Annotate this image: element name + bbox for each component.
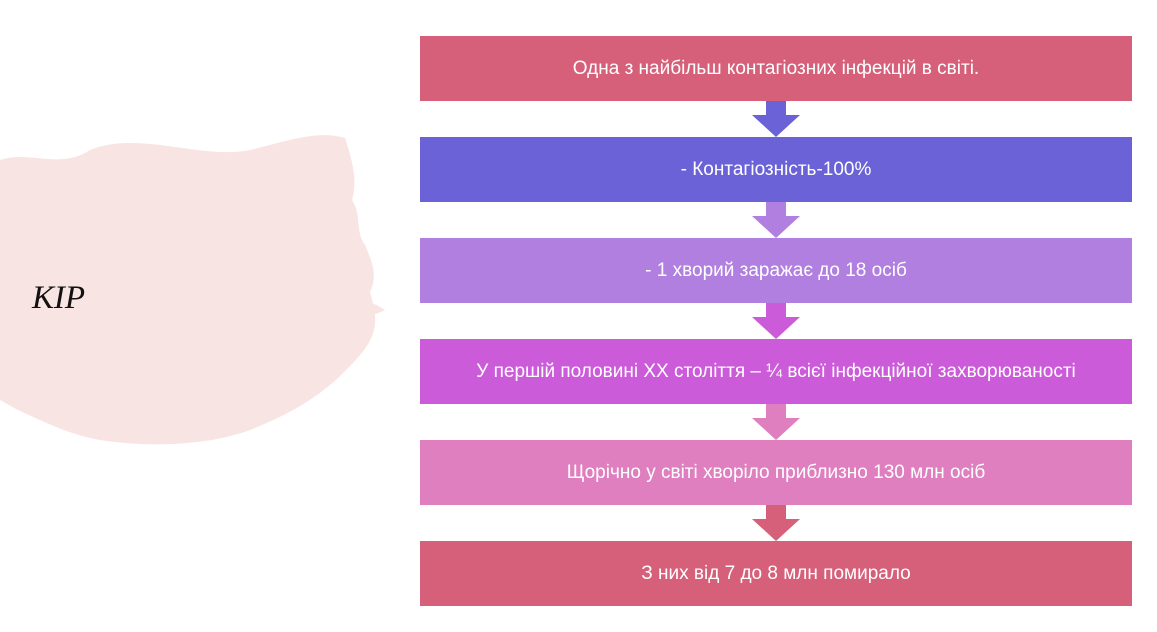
flow-step-5: Щорічно у світі хворіло приблизно 130 мл… xyxy=(420,440,1132,505)
flow-step-6: З них від 7 до 8 млн помирало xyxy=(420,541,1132,606)
flow-step-5-text: Щорічно у світі хворіло приблизно 130 мл… xyxy=(566,461,986,483)
flow-step-4-text: У першій половині ХХ століття – ¼ всієї … xyxy=(476,360,1076,382)
flow-step-2-text: - Контагіозність-100% xyxy=(680,158,872,180)
down-arrow-icon xyxy=(752,303,800,339)
process-flow: Одна з найбільш контагіозних інфекцій в … xyxy=(420,36,1132,608)
flow-step-6-text: З них від 7 до 8 млн помирало xyxy=(641,562,911,584)
slide-title: КІР xyxy=(32,280,86,316)
flow-step-1-text: Одна з найбільш контагіозних інфекцій в … xyxy=(572,57,980,79)
flow-step-4: У першій половині ХХ століття – ¼ всієї … xyxy=(420,339,1132,404)
flow-step-2: - Контагіозність-100% xyxy=(420,137,1132,202)
flow-step-3: - 1 хворий заражає до 18 осіб xyxy=(420,238,1132,303)
brush-stroke-decoration xyxy=(0,135,385,445)
down-arrow-icon xyxy=(752,202,800,238)
down-arrow-icon xyxy=(752,505,800,541)
flow-step-3-text: - 1 хворий заражає до 18 осіб xyxy=(645,259,907,281)
down-arrow-icon xyxy=(752,101,800,137)
down-arrow-icon xyxy=(752,404,800,440)
flow-step-1: Одна з найбільш контагіозних інфекцій в … xyxy=(420,36,1132,101)
